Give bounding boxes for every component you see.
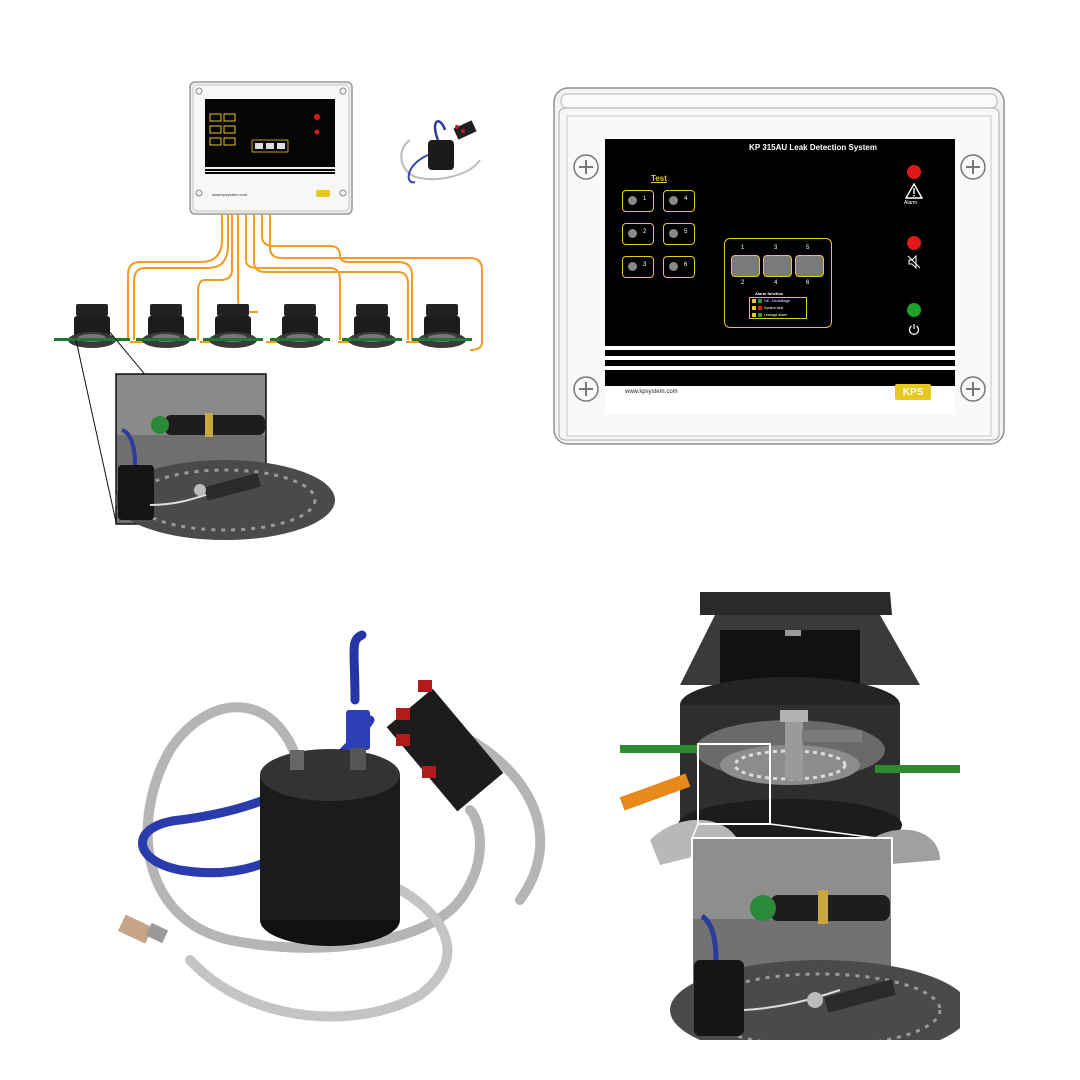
brand-logo-text: KPS [902, 386, 924, 398]
channel-button-5[interactable] [795, 255, 824, 277]
test-label: Test [651, 174, 667, 183]
mute-led[interactable] [907, 236, 921, 250]
test-button-label: 3 [643, 262, 647, 268]
led-green-indicator [752, 299, 756, 303]
sensor-cables [127, 214, 483, 351]
status-legend-item: System fault [752, 305, 783, 311]
test-led [628, 196, 637, 205]
brand-logo: KPS [895, 384, 931, 400]
power-led [907, 303, 921, 317]
screw-icon [958, 152, 988, 182]
test-led [669, 262, 678, 271]
status-legend-text: System fault [764, 306, 784, 310]
screw-icon [958, 374, 988, 404]
led-green-indicator [758, 313, 762, 317]
led-yellow-indicator [752, 306, 756, 310]
test-button-3[interactable]: 3 [622, 256, 654, 278]
test-button-2[interactable]: 2 [622, 223, 654, 245]
alarm-led [907, 165, 921, 179]
status-legend-item: Leakage alarm [752, 312, 787, 318]
channel-top-label: 5 [806, 245, 810, 251]
status-legend-text: Leakage alarm [764, 313, 788, 317]
system-overview-svg: www.kpsystem.com [54, 81, 483, 540]
test-led [628, 262, 637, 271]
mute-icon [907, 254, 921, 270]
test-button-4[interactable]: 4 [663, 190, 695, 212]
test-button-label: 2 [643, 229, 647, 235]
control-panel: KP 315AU Leak Detection System Test 1 4 … [553, 84, 1005, 446]
test-button-label: 5 [684, 229, 688, 235]
test-button-label: 4 [684, 196, 688, 202]
status-legend-item: OK - No leakage [752, 298, 790, 304]
test-led [669, 196, 678, 205]
channel-button-1[interactable] [731, 255, 760, 277]
status-legend [749, 297, 807, 319]
alarm-label: Alarm [904, 200, 918, 206]
channel-top-label: 1 [741, 245, 745, 251]
small-sensor [400, 120, 481, 184]
channel-display [724, 238, 832, 328]
website-text: www.kpsystem.com [625, 389, 678, 395]
channel-button-3[interactable] [763, 255, 792, 277]
channel-bottom-label: 4 [774, 280, 778, 286]
test-button-1[interactable]: 1 [622, 190, 654, 212]
screw-icon [571, 374, 601, 404]
channel-top-label: 3 [774, 245, 778, 251]
channel-bottom-label: 6 [806, 280, 810, 286]
test-button-label: 6 [684, 262, 688, 268]
channel-bottom-label: 2 [741, 280, 745, 286]
sensor-zoom-inset [115, 373, 335, 540]
led-yellow-indicator [752, 313, 756, 317]
panel-title: KP 315AU Leak Detection System [749, 143, 877, 152]
test-led [628, 229, 637, 238]
test-button-label: 1 [643, 196, 647, 202]
sump-row [54, 304, 472, 348]
test-led [669, 229, 678, 238]
led-green-indicator [758, 299, 762, 303]
test-button-6[interactable]: 6 [663, 256, 695, 278]
power-icon[interactable] [908, 322, 920, 335]
led-red-indicator [758, 306, 762, 310]
system-overview-illustration: www.kpsystem.com [0, 0, 540, 540]
small-controller-website: www.kpsystem.com [212, 192, 248, 197]
sensor-unit-illustration [100, 630, 560, 1040]
screw-icon [571, 152, 601, 182]
status-legend-title: Alarm function [755, 291, 784, 296]
warning-icon [904, 182, 924, 199]
small-controller [189, 81, 353, 215]
sump-installation-illustration [619, 590, 970, 1060]
test-button-5[interactable]: 5 [663, 223, 695, 245]
status-legend-text: OK - No leakage [764, 299, 790, 303]
